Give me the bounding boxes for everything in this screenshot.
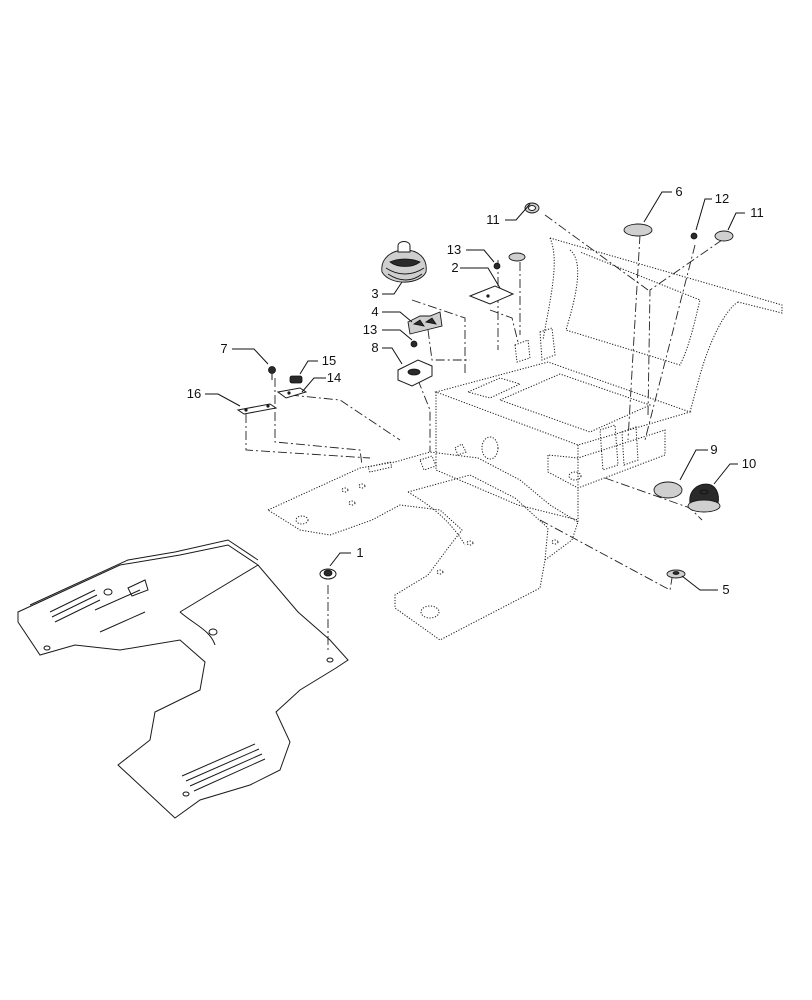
callout-4: 4	[371, 304, 378, 319]
part-15-nut	[289, 375, 303, 384]
callout-14: 14	[327, 370, 341, 385]
callout-11-left: 11	[486, 212, 500, 227]
cab-console	[434, 237, 783, 522]
callout-7: 7	[220, 341, 227, 356]
part-11-ring	[524, 202, 540, 214]
callout-16: 16	[187, 386, 201, 401]
callout-15: 15	[322, 353, 336, 368]
part-13-screw-a	[493, 262, 501, 270]
part-10-boot	[687, 483, 721, 513]
callout-10: 10	[742, 456, 756, 471]
part-4-seal	[407, 311, 443, 335]
callout-3: 3	[371, 286, 378, 301]
part-13-screw-b	[410, 340, 418, 348]
part-6-plug	[623, 223, 653, 237]
part-14-bracket	[276, 387, 308, 399]
part-11-plug-a	[508, 252, 526, 262]
callout-13-upper: 13	[447, 242, 461, 257]
callout-12: 12	[715, 191, 729, 206]
callout-1: 1	[356, 545, 363, 560]
callout-11-right: 11	[750, 205, 764, 220]
floor-mat	[17, 539, 349, 819]
leader-lines	[205, 191, 745, 591]
part-3-boot	[381, 241, 427, 283]
part-9-seal	[653, 481, 683, 499]
callout-2: 2	[451, 260, 458, 275]
part-2-cover-plate	[468, 285, 515, 305]
part-8-plate	[397, 359, 433, 387]
part-12-screw	[690, 232, 698, 240]
part-7-screw	[268, 366, 276, 380]
callout-6: 6	[675, 184, 682, 199]
part-1-grommet	[319, 568, 337, 580]
assembly-lines	[245, 214, 723, 650]
callout-9: 9	[710, 442, 717, 457]
part-16-plate	[236, 403, 278, 415]
floor-plate	[266, 443, 579, 641]
part-5-plug	[666, 569, 686, 579]
callout-8: 8	[371, 340, 378, 355]
callout-13-lower: 13	[363, 322, 377, 337]
callout-labels: 1 2 3 4 5 6 7 8 9 10 11 11 12 13 13 14 1…	[187, 184, 764, 597]
part-11-plug-b	[714, 230, 734, 242]
callout-5: 5	[722, 582, 729, 597]
